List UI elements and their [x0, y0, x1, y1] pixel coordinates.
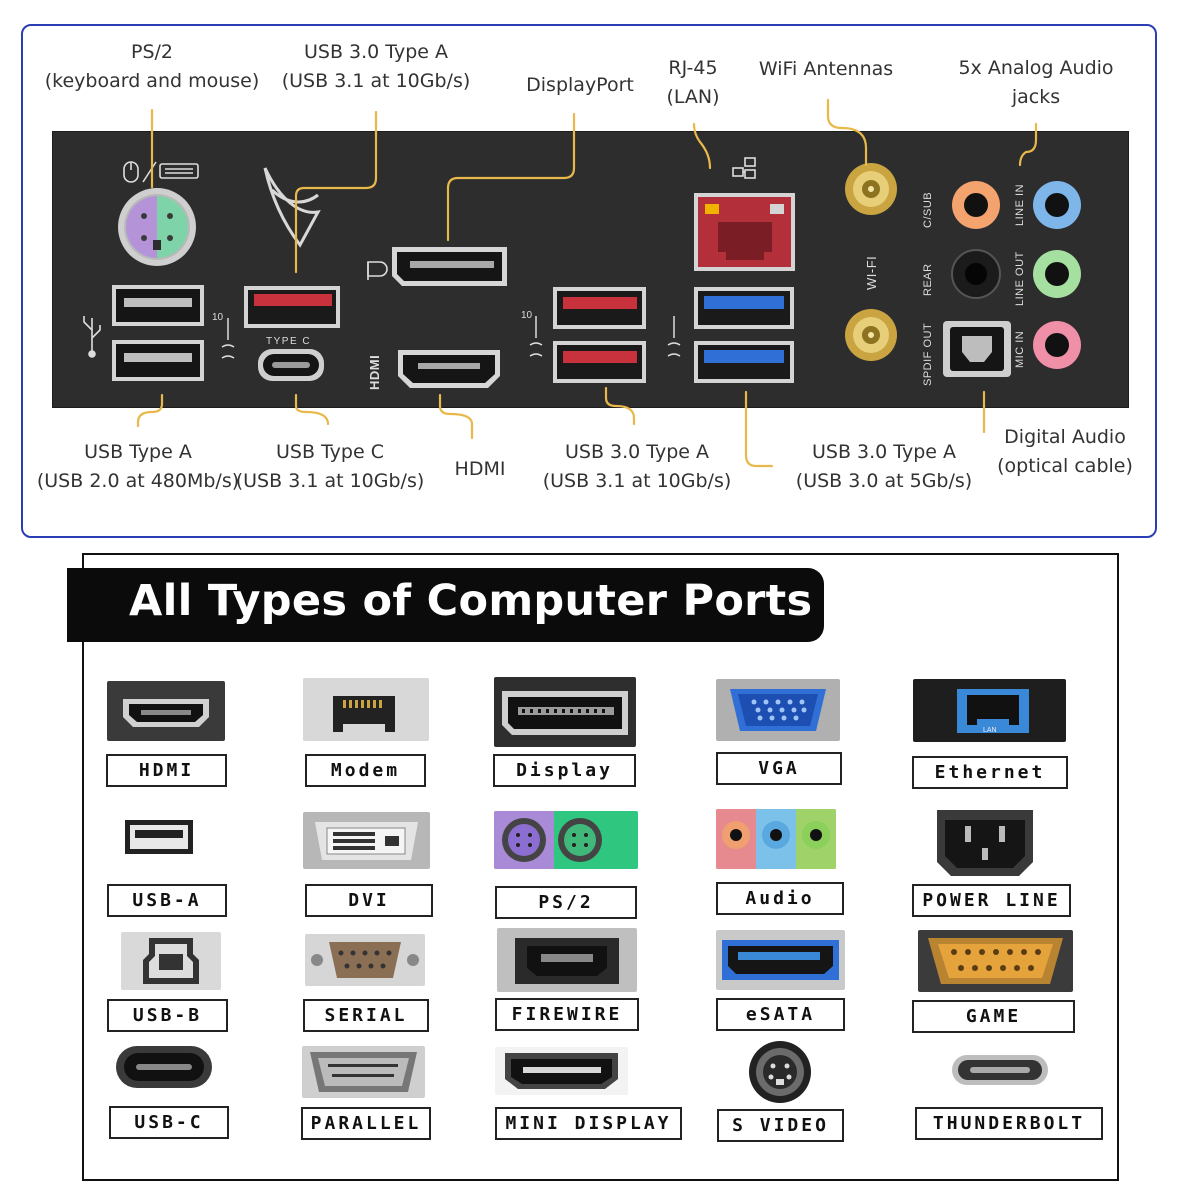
- callout-ps2-line2: (keyboard and mouse): [44, 70, 260, 92]
- callout-rj45-line1: RJ-45: [668, 57, 718, 79]
- mic-in-label: MIC IN: [1014, 330, 1026, 368]
- parallel-port-image: [302, 1046, 425, 1098]
- ethernet-lan-text: LAN: [983, 727, 997, 734]
- label-usb-c: USB-C: [109, 1106, 229, 1139]
- callout-digital-audio-line1: Digital Audio: [1004, 426, 1126, 448]
- audio-ports-image: [716, 809, 836, 869]
- dvi-port-image: [303, 812, 430, 869]
- callout-hdmi-line1: HDMI: [454, 458, 506, 480]
- callout-displayport: DisplayPort: [526, 71, 634, 100]
- callout-digital-audio-line2: (optical cable): [997, 455, 1133, 477]
- port-types-banner: All Types of Computer Ports: [67, 568, 824, 642]
- banner-title: All Types of Computer Ports: [129, 576, 813, 626]
- game-port-image: [918, 930, 1073, 992]
- label-ethernet: Ethernet: [912, 756, 1068, 789]
- callout-usb30a-right-line1: USB 3.0 Type A: [812, 441, 956, 463]
- label-ps2: PS/2: [495, 886, 637, 919]
- callout-usb-a-line2: (USB 2.0 at 480Mb/s): [36, 470, 240, 492]
- callout-usb30a-mid-line1: USB 3.0 Type A: [565, 441, 709, 463]
- label-vga: VGA: [716, 752, 842, 785]
- label-game: GAME: [912, 1000, 1075, 1033]
- power-line-port-image: [931, 806, 1039, 878]
- callout-displayport-line1: DisplayPort: [526, 74, 634, 96]
- label-audio: Audio: [716, 882, 844, 915]
- hdmi-port-image: [107, 681, 225, 741]
- callout-usb-a: USB Type A (USB 2.0 at 480Mb/s): [37, 438, 239, 496]
- callout-usb30a-top-line1: USB 3.0 Type A: [304, 41, 448, 63]
- esata-port-image: [716, 930, 845, 990]
- usb-b-port-image: [121, 932, 221, 990]
- serial-port-image: [305, 934, 425, 986]
- line-out-label: LINE OUT: [1014, 251, 1026, 306]
- label-firewire: FIREWIRE: [495, 998, 639, 1031]
- label-thunderbolt: THUNDERBOLT: [915, 1107, 1103, 1140]
- label-parallel: PARALLEL: [301, 1107, 431, 1140]
- io-shield-panel: [52, 131, 1129, 408]
- motherboard-diagram-frame: [21, 24, 1157, 538]
- callout-audio-jacks-line2: jacks: [1011, 86, 1061, 108]
- label-serial: SERIAL: [303, 999, 429, 1032]
- callout-usb30a-right-line2: (USB 3.0 at 5Gb/s): [795, 470, 973, 492]
- label-hdmi: HDMI: [106, 754, 227, 787]
- ss10-mid-label: 10: [521, 310, 533, 321]
- callout-usb-c-line1: USB Type C: [275, 441, 384, 463]
- rear-label: REAR: [922, 263, 934, 296]
- callout-hdmi: HDMI: [455, 455, 506, 484]
- thunderbolt-image: [950, 1053, 1050, 1087]
- label-dvi: DVI: [305, 884, 433, 917]
- callout-usb-a-line1: USB Type A: [84, 441, 192, 463]
- callout-usb30a-right: USB 3.0 Type A (USB 3.0 at 5Gb/s): [796, 438, 972, 496]
- label-display: Display: [493, 754, 636, 787]
- spdif-out-label: SPDIF OUT: [922, 322, 934, 386]
- modem-port-image: [303, 678, 429, 741]
- label-esata: eSATA: [716, 998, 845, 1031]
- wifi-panel-label: WI-FI: [864, 255, 879, 290]
- ps2-ports-image: [494, 811, 638, 869]
- callout-usb30a-top: USB 3.0 Type A (USB 3.1 at 10Gb/s): [282, 38, 471, 96]
- type-c-label: TYPE C: [266, 336, 312, 347]
- line-in-label: LINE IN: [1014, 183, 1026, 226]
- callout-ps2-line1: PS/2: [130, 41, 174, 63]
- callout-ps2: PS/2 (keyboard and mouse): [45, 38, 260, 96]
- callout-usb-c: USB Type C (USB 3.1 at 10Gb/s): [236, 438, 425, 496]
- csub-label: C/SUB: [922, 191, 934, 228]
- vga-port-image: [716, 679, 840, 741]
- usb-c-image: [114, 1044, 214, 1090]
- label-usb-a: USB-A: [107, 884, 227, 917]
- label-mini-display: MINI DISPLAY: [495, 1107, 682, 1140]
- label-s-video: S VIDEO: [717, 1109, 844, 1142]
- label-power-line: POWER LINE: [912, 884, 1071, 917]
- callout-rj45-line2: (LAN): [666, 86, 720, 108]
- callout-digital-audio: Digital Audio (optical cable): [997, 423, 1133, 481]
- callout-audio-jacks-line1: 5x Analog Audio: [958, 57, 1114, 79]
- hdmi-panel-label: HDMI: [367, 354, 382, 390]
- mini-display-image: [495, 1047, 628, 1095]
- callout-usb-c-line2: (USB 3.1 at 10Gb/s): [235, 470, 425, 492]
- label-usb-b: USB-B: [107, 999, 228, 1032]
- callout-wifi-line1: WiFi Antennas: [758, 58, 894, 80]
- s-video-image: [735, 1039, 825, 1105]
- callout-rj45: RJ-45 (LAN): [666, 54, 719, 112]
- displayport-image: [494, 677, 636, 747]
- callout-wifi: WiFi Antennas: [759, 55, 893, 84]
- callout-audio-jacks: 5x Analog Audio jacks: [958, 54, 1113, 112]
- callout-usb30a-mid: USB 3.0 Type A (USB 3.1 at 10Gb/s): [543, 438, 732, 496]
- firewire-port-image: [497, 928, 637, 992]
- callout-usb30a-top-line2: (USB 3.1 at 10Gb/s): [281, 70, 471, 92]
- label-modem: Modem: [305, 754, 426, 787]
- usb-a-port-image: [123, 818, 195, 856]
- ss10-left-label: 10: [212, 312, 224, 323]
- callout-usb30a-mid-line2: (USB 3.1 at 10Gb/s): [542, 470, 732, 492]
- ethernet-port-image: LAN: [913, 679, 1066, 742]
